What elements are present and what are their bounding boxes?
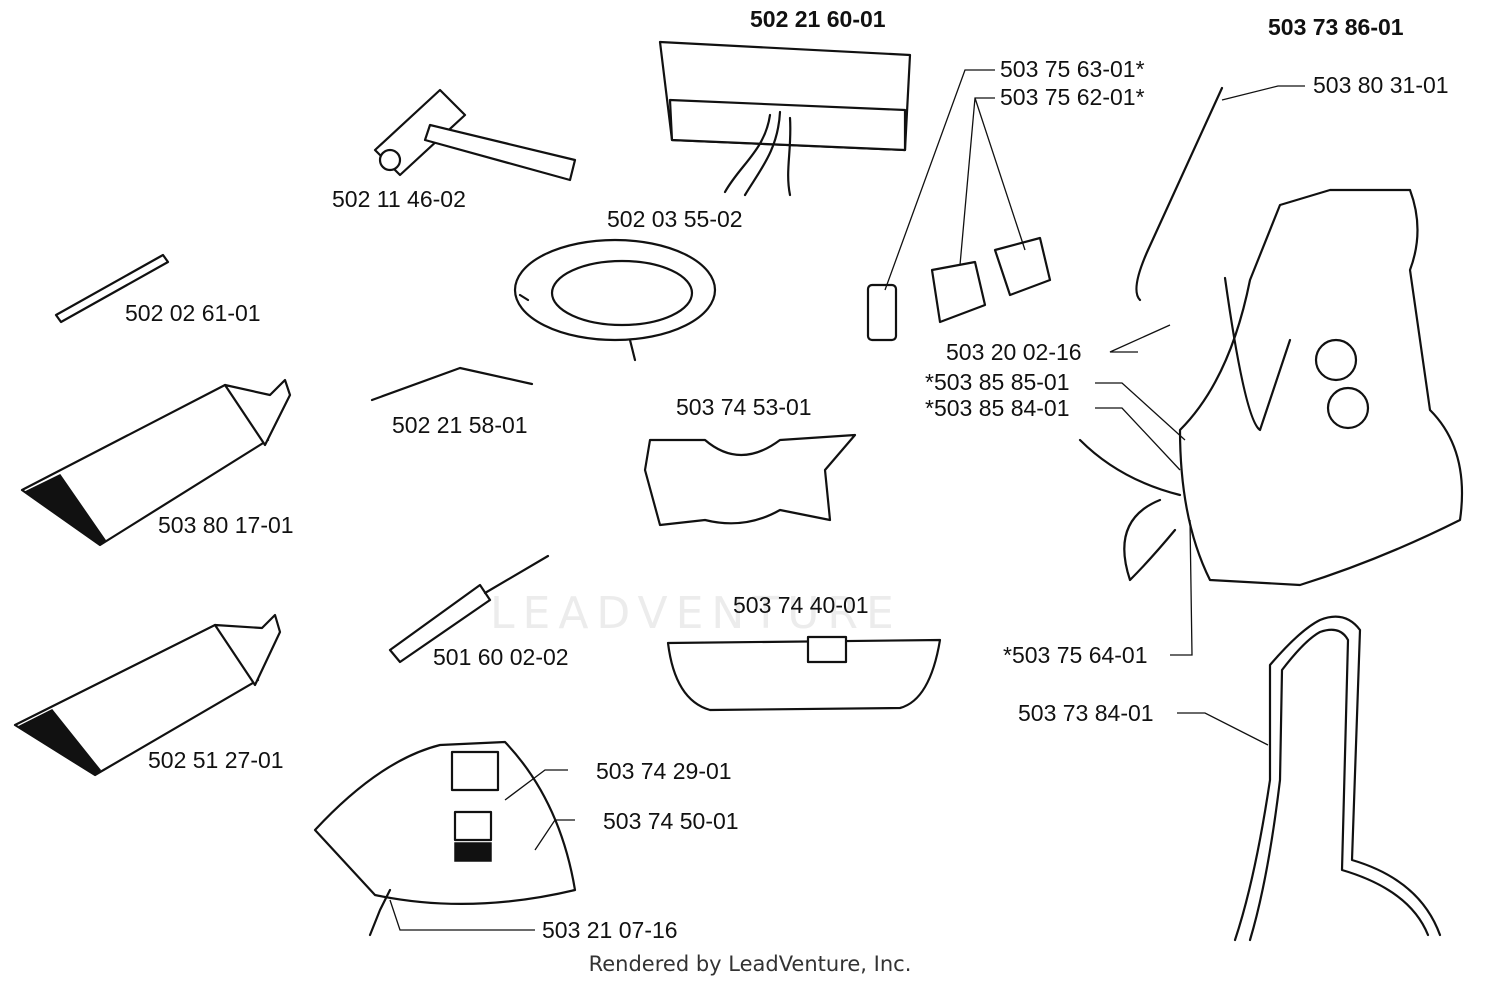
leader-lines — [389, 69, 1305, 931]
footer-credit: Rendered by LeadVenture, Inc. — [588, 952, 912, 976]
part-label-decal1: 503 74 29-01 — [596, 758, 732, 784]
grease-tube-1-drawing — [20, 378, 292, 547]
strap-drawing — [1135, 86, 1224, 302]
part-label-strap: 503 80 31-01 — [1313, 72, 1449, 98]
part-label-bag: 502 21 60-01 — [750, 6, 886, 32]
part-label-harness: 503 73 86-01 — [1268, 14, 1404, 40]
screwdriver-drawing — [388, 554, 550, 664]
part-label-tube2: 502 51 27-01 — [148, 747, 284, 773]
part-label-buckle1: 503 75 63-01* — [1000, 56, 1145, 82]
small-guard-drawing — [666, 635, 942, 712]
rod-drawing — [370, 366, 534, 402]
part-label-pad2: *503 85 84-01 — [925, 395, 1070, 421]
part-label-plate: 503 74 53-01 — [676, 394, 812, 420]
part-label-buckle2: 503 75 62-01* — [1000, 84, 1145, 110]
large-guard-drawing — [313, 740, 577, 937]
frame-drawing — [1233, 615, 1442, 942]
harness-drawing — [1078, 188, 1464, 587]
part-label-frame: 503 73 84-01 — [1018, 700, 1154, 726]
part-label-wrench: 502 11 46-02 — [332, 186, 466, 212]
grease-tube-2-drawing — [13, 613, 282, 777]
part-label-screwdriver: 501 60 02-02 — [433, 644, 569, 670]
watermark: LEADVENTURE — [490, 588, 902, 639]
tool-bag-drawing — [658, 40, 912, 197]
part-label-screw-harness: 503 20 02-16 — [946, 339, 1082, 365]
part-label-hook: *503 75 64-01 — [1003, 642, 1148, 668]
part-label-small-guard: 503 74 40-01 — [733, 592, 869, 618]
part-label-screw-guard: 503 21 07-16 — [542, 917, 678, 943]
part-label-tube1: 503 80 17-01 — [158, 512, 294, 538]
part-label-rod: 502 21 58-01 — [392, 412, 528, 438]
pin-drawing — [54, 253, 170, 324]
part-label-ring: 502 03 55-02 — [607, 206, 743, 232]
part-label-decal2: 503 74 50-01 — [603, 808, 739, 834]
buckles-drawing — [866, 236, 1052, 342]
wrench-drawing — [373, 88, 577, 182]
part-label-pad1: *503 85 85-01 — [925, 369, 1070, 395]
part-label-pin: 502 02 61-01 — [125, 300, 261, 326]
ring-drawing — [513, 238, 717, 362]
plate-drawing — [643, 433, 857, 527]
